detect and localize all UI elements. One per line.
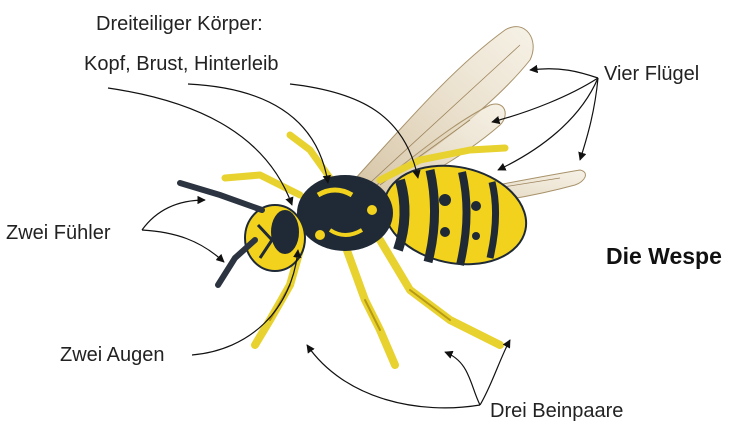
- pointer-legs-right: [480, 340, 510, 405]
- pointer-wing-3: [498, 78, 598, 170]
- label-legs: Drei Beinpaare: [490, 399, 623, 423]
- leg-front-right: [225, 175, 300, 195]
- label-eyes: Zwei Augen: [60, 343, 165, 367]
- pointer-body-thorax: [188, 84, 328, 183]
- label-body-line1: Dreiteiliger Körper:: [96, 12, 263, 36]
- label-antennae: Zwei Fühler: [6, 221, 110, 245]
- pointer-antenna-lower: [142, 230, 224, 262]
- pointer-antenna-upper: [142, 200, 205, 230]
- compound-eye: [271, 210, 299, 254]
- diagram-title: Die Wespe: [606, 243, 722, 270]
- antenna-upper: [180, 183, 262, 210]
- thorax: [297, 175, 393, 251]
- label-wings: Vier Flügel: [604, 62, 699, 86]
- pointer-wing-4: [580, 78, 598, 160]
- pointer-legs-mid: [445, 352, 480, 405]
- label-body-line2: Kopf, Brust, Hinterleib: [84, 52, 279, 76]
- pointer-wing-1: [530, 69, 598, 78]
- antenna-lower: [218, 240, 255, 285]
- leg-mid-left: [345, 245, 395, 365]
